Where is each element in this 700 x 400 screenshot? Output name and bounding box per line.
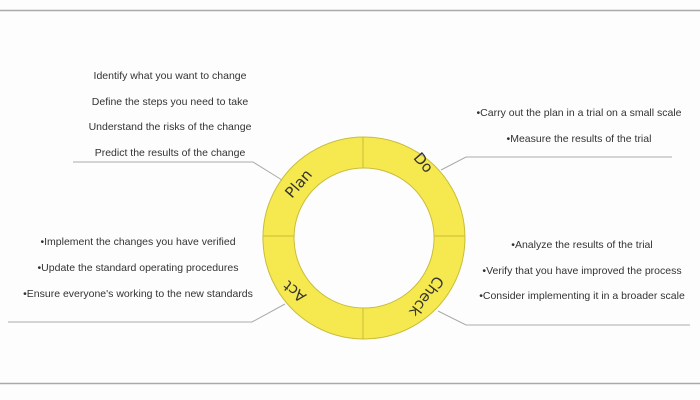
act-leader-line (8, 303, 286, 323)
act-item: •Update the standard operating procedure… (38, 262, 239, 274)
plan-item: Identify what you want to change (94, 70, 247, 82)
plan-item: Define the steps you need to take (92, 96, 249, 108)
plan-items: Identify what you want to change Define … (89, 70, 252, 159)
plan-item: Understand the risks of the change (89, 121, 252, 133)
plan-item: Predict the results of the change (95, 147, 246, 159)
check-item: •Analyze the results of the trial (511, 239, 652, 251)
check-item: •Consider implementing it in a broader s… (479, 290, 685, 302)
do-item: •Measure the results of the trial (507, 133, 652, 145)
act-item: •Implement the changes you have verified (40, 236, 235, 248)
do-item: •Carry out the plan in a trial on a smal… (476, 107, 681, 119)
do-leader-line (440, 156, 672, 171)
act-items: •Implement the changes you have verified… (23, 236, 253, 300)
check-leader-line (437, 310, 690, 326)
check-item: •Verify that you have improved the proce… (482, 265, 681, 277)
leader-lines (8, 156, 690, 326)
plan-leader-line (73, 161, 283, 181)
pdca-ring: Plan Do Check Act (262, 136, 466, 340)
act-item: •Ensure everyone's working to the new st… (23, 288, 253, 300)
check-items: •Analyze the results of the trial •Verif… (479, 239, 685, 302)
do-items: •Carry out the plan in a trial on a smal… (476, 107, 681, 145)
